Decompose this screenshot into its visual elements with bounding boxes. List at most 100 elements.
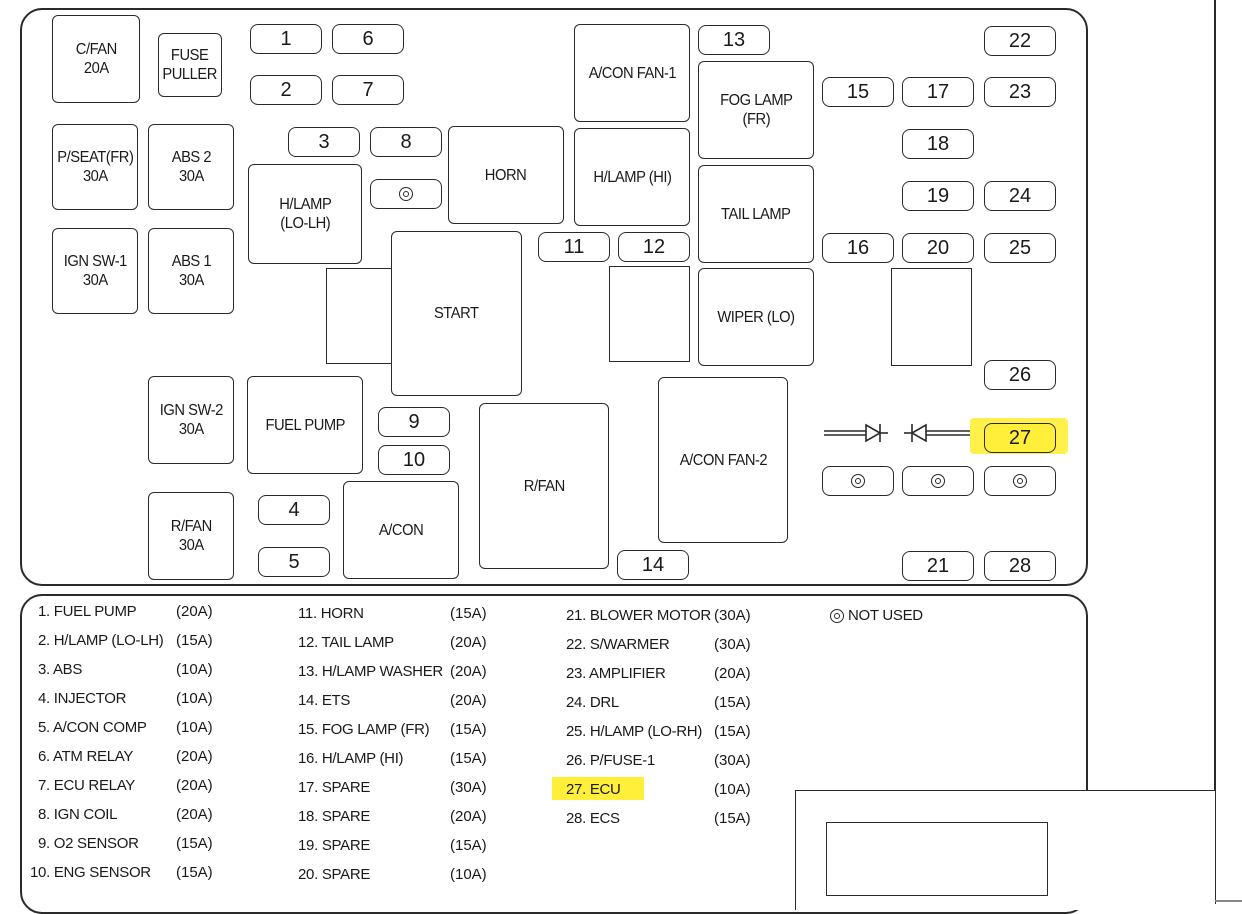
fuse-15: 15: [822, 77, 894, 107]
legend-item: 5. A/CON COMP: [38, 719, 147, 736]
fuse-28: 28: [984, 551, 1056, 581]
legend-amp: (15A): [176, 835, 213, 852]
fuse-17: 17: [902, 77, 974, 107]
fuse-11: 11: [538, 232, 610, 262]
fuse-14: 14: [617, 550, 689, 580]
legend-item: 23. AMPLIFIER: [566, 665, 666, 682]
ign-sw1-fuse: IGN SW-1 30A: [52, 228, 138, 314]
fuse-7: 7: [332, 75, 404, 105]
legend-amp: (15A): [176, 864, 213, 881]
fuel-pump-relay: FUEL PUMP: [247, 376, 363, 474]
legend-item: 26. P/FUSE-1: [566, 752, 655, 769]
legend-item: 7. ECU RELAY: [38, 777, 135, 794]
ign-sw2-label: IGN SW-2 30A: [159, 402, 223, 438]
fuse-24: 24: [984, 181, 1056, 211]
start-label: START: [434, 305, 479, 322]
fuse-25: 25: [984, 233, 1056, 263]
fog-lamp-relay: FOG LAMP (FR): [698, 61, 814, 159]
acon-fan2-label: A/CON FAN-2: [679, 451, 767, 469]
fuse-8: 8: [370, 127, 442, 157]
unused-slot-1: [822, 466, 894, 496]
unused-fuse-slot: [370, 179, 442, 209]
legend-amp: (30A): [714, 636, 751, 653]
pseat-label: P/SEAT(FR) 30A: [56, 149, 134, 185]
fuse-4: 4: [258, 495, 330, 525]
rfan-small-label: R/FAN 30A: [170, 518, 212, 554]
legend-item: 24. DRL: [566, 694, 619, 711]
legend-item: 15. FOG LAMP (FR): [298, 721, 430, 738]
legend-item: 17. SPARE: [298, 779, 371, 796]
legend-amp: (15A): [176, 632, 213, 649]
ign-sw1-label: IGN SW-1 30A: [63, 253, 127, 289]
legend-amp: (10A): [176, 719, 213, 736]
horn-relay: HORN: [448, 126, 564, 224]
legend-amp: (20A): [176, 603, 213, 620]
fuse-1: 1: [250, 24, 322, 54]
legend-amp: (10A): [450, 866, 487, 883]
fuse-2: 2: [250, 75, 322, 105]
fuse-16: 16: [822, 233, 894, 263]
legend-amp: (30A): [714, 752, 751, 769]
legend-item: 9. O2 SENSOR: [38, 835, 139, 852]
tail-lamp-relay: TAIL LAMP: [698, 165, 814, 263]
fuse-20: 20: [902, 233, 974, 263]
legend-amp: (30A): [450, 779, 487, 796]
legend-item: 12. TAIL LAMP: [298, 634, 394, 651]
legend-amp: (20A): [450, 663, 487, 680]
legend-amp: (15A): [450, 605, 487, 622]
legend-item: 28. ECS: [566, 810, 620, 827]
rfan-label: R/FAN: [523, 477, 565, 495]
legend-amp: (20A): [450, 634, 487, 651]
legend-item: 21. BLOWER MOTOR: [566, 607, 711, 624]
fuse-21: 21: [902, 551, 974, 581]
legend-item: 19. SPARE: [298, 837, 371, 854]
legend-amp: (20A): [450, 692, 487, 709]
abs2-label: ABS 2 30A: [171, 149, 211, 185]
acon-fan1-relay: A/CON FAN-1: [574, 24, 690, 122]
blank-relay-socket-2: [891, 268, 972, 366]
legend-item: 2. H/LAMP (LO-LH): [38, 632, 164, 649]
fuel-pump-label: FUEL PUMP: [265, 416, 345, 434]
not-used-icon: [931, 474, 945, 488]
legend-item: 13. H/LAMP WASHER: [298, 663, 443, 680]
abs2-fuse: ABS 2 30A: [148, 124, 234, 210]
legend-item: 16. H/LAMP (HI): [298, 750, 404, 767]
highlight-ecu-entry: [552, 777, 644, 800]
fog-lamp-label: FOG LAMP (FR): [719, 92, 793, 128]
blank-relay-socket-1: [609, 266, 690, 362]
not-used-key: NOT USED: [830, 607, 923, 624]
hlamp-lolh-relay: H/LAMP (LO-LH): [248, 164, 362, 264]
not-used-icon: [1013, 474, 1027, 488]
legend-amp: (15A): [450, 750, 487, 767]
legend-amp: (20A): [714, 665, 751, 682]
unused-slot-3: [984, 466, 1056, 496]
fuse-9: 9: [378, 407, 450, 437]
fuse-26: 26: [984, 360, 1056, 390]
legend-item: 11. HORN: [298, 605, 364, 622]
not-used-icon: [399, 187, 413, 201]
legend-item: 4. INJECTOR: [38, 690, 127, 707]
diode-symbols: [824, 423, 970, 443]
acon-relay: A/CON: [343, 481, 459, 579]
acon-fan2-relay: A/CON FAN-2: [658, 377, 788, 543]
not-used-label: NOT USED: [848, 607, 923, 624]
wiper-lo-relay: WIPER (LO): [698, 268, 814, 366]
abs1-fuse: ABS 1 30A: [148, 228, 234, 314]
diode-right-icon: [904, 423, 970, 443]
legend-amp: (10A): [176, 661, 213, 678]
legend-amp: (15A): [714, 723, 751, 740]
legend-amp: (15A): [450, 837, 487, 854]
legend-amp: (30A): [714, 607, 751, 624]
not-used-icon: [830, 608, 844, 623]
fuse-10: 10: [378, 445, 450, 475]
legend-item: 25. H/LAMP (LO-RH): [566, 723, 703, 740]
legend-amp: (20A): [450, 808, 487, 825]
cfan-label: C/FAN 20A: [75, 41, 117, 77]
fuse-puller-label: FUSE PULLER: [162, 47, 218, 83]
diode-left-icon: [824, 423, 888, 443]
legend-item: 18. SPARE: [298, 808, 371, 825]
horn-label: HORN: [485, 166, 527, 184]
legend-amp: (20A): [176, 777, 213, 794]
fuse-27: 27: [984, 423, 1056, 453]
legend-item: 8. IGN COIL: [38, 806, 118, 823]
